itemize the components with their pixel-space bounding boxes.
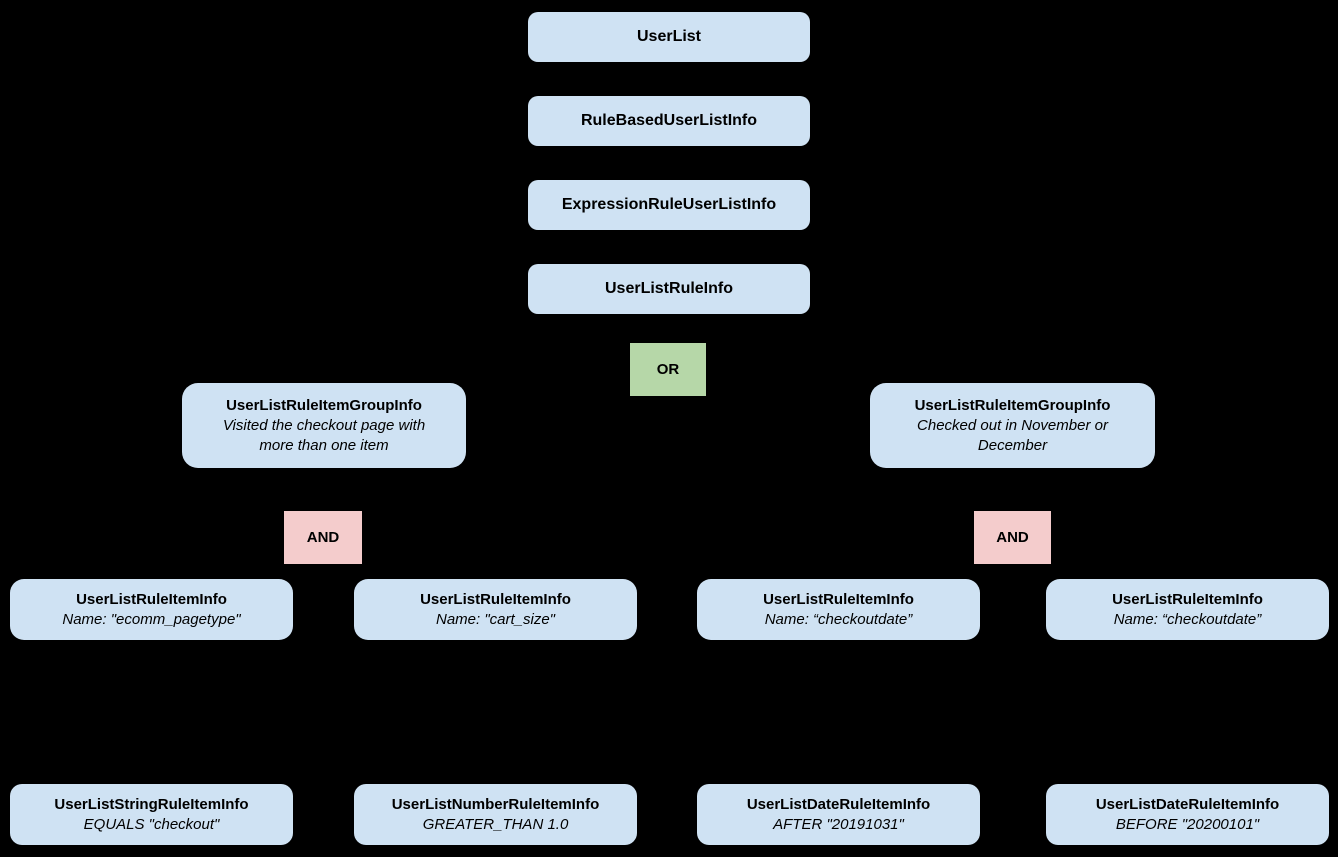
node-ruleitem-ecomm-pagetype: UserListRuleItemInfo Name: "ecomm_pagety… [10,579,293,640]
node-label: UserListRuleItemInfo [1112,590,1263,608]
node-label: ExpressionRuleUserListInfo [561,196,777,213]
node-condition: AFTER "20191031" [773,815,904,833]
node-description: Checked out in November or December [917,416,1108,454]
node-label: UserListStringRuleItemInfo [54,795,249,813]
node-numberruleitem: UserListNumberRuleItemInfo GREATER_THAN … [354,784,637,845]
node-label: UserListNumberRuleItemInfo [391,795,600,813]
node-stringruleitem: UserListStringRuleItemInfo EQUALS "check… [10,784,293,845]
node-condition: BEFORE "20200101" [1115,815,1260,833]
and-operator-badge-right: AND [974,511,1051,564]
node-dateruleitem-after: UserListDateRuleItemInfo AFTER "20191031… [697,784,980,845]
node-name-line: Name: "ecomm_pagetype" [62,610,241,628]
node-condition: EQUALS "checkout" [83,815,220,833]
node-label: UserListRuleItemGroupInfo [914,396,1111,414]
node-label: UserListRuleItemInfo [420,590,571,608]
node-dateruleitem-before: UserListDateRuleItemInfo BEFORE "2020010… [1046,784,1329,845]
node-label: UserListRuleItemInfo [763,590,914,608]
node-label: UserList [636,28,702,45]
node-label: UserListDateRuleItemInfo [1095,795,1280,813]
node-ruleitemgroup-right: UserListRuleItemGroupInfo Checked out in… [870,383,1155,468]
node-label: UserListDateRuleItemInfo [746,795,931,813]
node-userlistruleinfo: UserListRuleInfo [528,264,810,314]
node-name-line: Name: “checkoutdate” [764,610,913,628]
and-operator-badge-left: AND [284,511,362,564]
node-ruleitemgroup-left: UserListRuleItemGroupInfo Visited the ch… [182,383,466,468]
node-ruleitem-cart-size: UserListRuleItemInfo Name: "cart_size" [354,579,637,640]
node-label: UserListRuleItemInfo [76,590,227,608]
node-name-line: Name: “checkoutdate” [1113,610,1262,628]
or-operator-badge: OR [630,343,706,396]
node-label: RuleBasedUserListInfo [580,112,758,129]
node-label: UserListRuleInfo [604,280,733,297]
node-rulebaseduserlistinfo: RuleBasedUserListInfo [528,96,810,146]
node-ruleitem-checkoutdate-after: UserListRuleItemInfo Name: “checkoutdate… [697,579,980,640]
node-description: Visited the checkout page with more than… [222,416,426,454]
node-name-line: Name: "cart_size" [435,610,556,628]
node-userlist: UserList [528,12,810,62]
node-condition: GREATER_THAN 1.0 [422,815,569,833]
node-expressionruleuserlistinfo: ExpressionRuleUserListInfo [528,180,810,230]
node-ruleitem-checkoutdate-before: UserListRuleItemInfo Name: “checkoutdate… [1046,579,1329,640]
node-label: UserListRuleItemGroupInfo [226,396,422,414]
